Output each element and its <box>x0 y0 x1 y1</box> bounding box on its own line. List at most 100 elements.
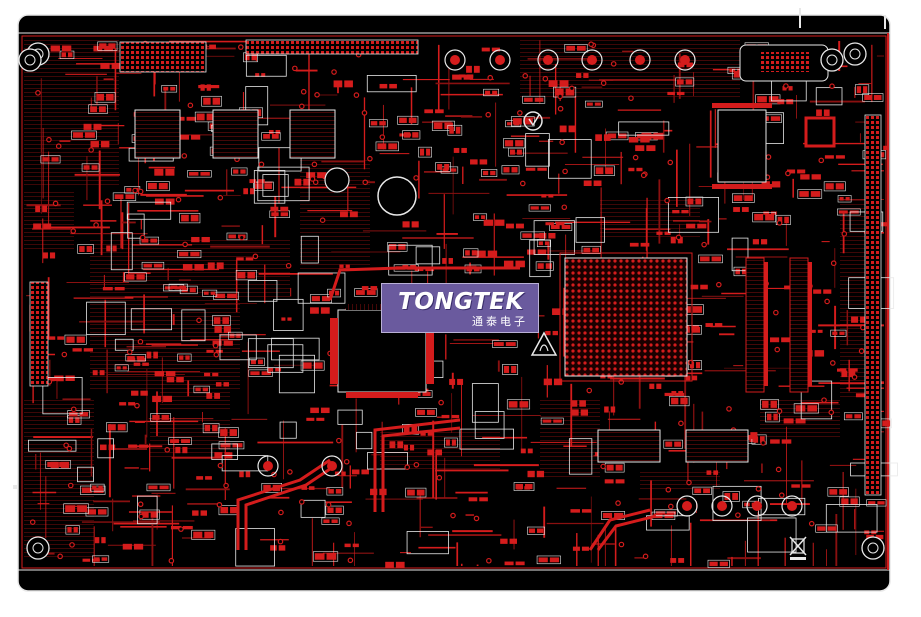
component-outline <box>375 141 399 152</box>
smd-pad <box>692 375 698 381</box>
smd-pad <box>453 147 460 153</box>
smd-pad <box>697 223 707 229</box>
smd-pad <box>457 378 464 385</box>
smd-pad <box>542 419 552 423</box>
smd-pad <box>482 170 489 176</box>
smd-pad <box>311 296 320 302</box>
regulator-ic <box>212 109 259 159</box>
smd-pad <box>182 525 193 530</box>
jack-ring <box>444 49 466 71</box>
smd-pad <box>48 336 56 340</box>
smd-pad <box>664 392 674 397</box>
ic-outline <box>800 380 833 420</box>
smd-pad <box>583 180 592 187</box>
smd-pad <box>192 510 199 516</box>
via <box>298 103 305 110</box>
smd-pad <box>807 405 818 412</box>
smd-pad <box>236 333 241 338</box>
via <box>841 231 848 237</box>
via <box>450 512 456 519</box>
component-outline <box>506 399 531 410</box>
smd-pad <box>195 387 201 392</box>
smd-pad <box>797 169 806 174</box>
smd-pad <box>333 80 343 88</box>
ic-outline <box>257 166 310 202</box>
smd-pad <box>417 409 425 415</box>
smd-pad <box>317 172 327 179</box>
component-outline <box>88 104 108 114</box>
smd-pad <box>101 557 108 561</box>
smd-pad <box>508 401 518 408</box>
smd-pad <box>186 116 196 121</box>
via <box>600 80 607 86</box>
smd-pad <box>576 73 582 78</box>
via <box>678 420 684 427</box>
via <box>776 220 783 226</box>
smd-pad <box>863 86 868 94</box>
smd-pad <box>190 214 199 222</box>
via <box>298 499 305 505</box>
smd-pad <box>377 143 387 150</box>
smd-pad <box>509 149 515 155</box>
smd-pad <box>278 545 286 551</box>
smd-pad <box>427 449 434 456</box>
smd-pad <box>470 159 478 165</box>
smd-pad <box>503 365 510 373</box>
via <box>569 85 575 92</box>
component-outline <box>179 285 198 295</box>
ic-outline <box>297 272 346 304</box>
component-outline <box>92 555 110 563</box>
smd-pad <box>527 448 533 454</box>
component-outline <box>593 165 615 176</box>
smd-pad <box>548 80 558 88</box>
component-outline <box>300 360 325 371</box>
smd-pad <box>448 258 453 264</box>
smd-pad <box>251 54 257 61</box>
smd-pad <box>788 86 793 91</box>
component-outline <box>64 334 87 345</box>
smd-pad <box>128 444 138 448</box>
via <box>216 501 223 508</box>
ic-outline <box>219 334 257 361</box>
smd-pad <box>672 210 680 214</box>
smd-pad <box>435 109 444 114</box>
smd-pad <box>106 93 114 101</box>
smd-pad <box>554 88 564 96</box>
smd-pad <box>416 489 425 496</box>
smd-pad <box>832 331 838 335</box>
component-outline <box>235 270 257 281</box>
component-outline <box>177 250 202 259</box>
smd-pad <box>685 79 693 85</box>
via <box>686 479 692 486</box>
ic-outline <box>667 196 719 233</box>
via <box>808 520 815 527</box>
smd-pad <box>471 250 477 256</box>
smd-pad <box>777 99 785 105</box>
smd-pad <box>458 74 466 78</box>
component-outline <box>698 254 723 264</box>
smd-pad <box>198 84 208 89</box>
smd-pad <box>799 191 809 197</box>
smd-pad <box>690 284 699 290</box>
smd-pad <box>801 484 811 488</box>
smd-pad <box>838 210 848 214</box>
smd-pad <box>811 174 821 180</box>
jack-pad <box>450 55 460 65</box>
smd-pad <box>640 242 650 247</box>
smd-pad <box>495 219 505 226</box>
jack-pad <box>635 55 645 65</box>
smd-pad <box>237 271 246 279</box>
via <box>600 463 606 470</box>
smd-pad <box>655 511 665 515</box>
smd-pad <box>379 83 388 89</box>
smd-pad <box>882 420 891 427</box>
smd-pad <box>223 326 232 333</box>
smd-pad <box>851 316 859 323</box>
component-outline <box>444 437 458 448</box>
component-outline <box>447 124 463 136</box>
via <box>542 75 549 82</box>
via <box>104 198 111 205</box>
smd-pad <box>614 512 624 519</box>
component-outline <box>248 369 273 377</box>
smd-pad <box>281 317 286 321</box>
